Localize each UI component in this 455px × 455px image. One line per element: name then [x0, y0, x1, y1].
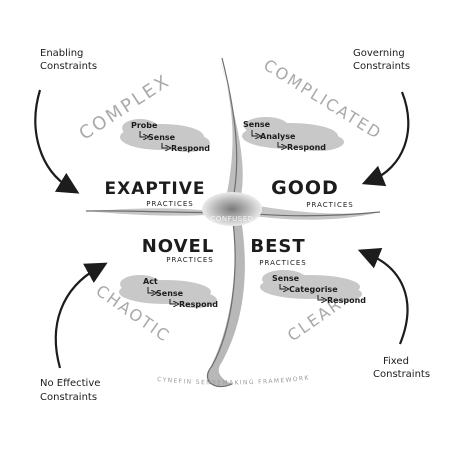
label-enabling-1: Enabling [40, 48, 83, 59]
label-fixed-2: Constraints [373, 369, 430, 380]
domain-boundaries [85, 57, 381, 388]
label-governing-1: Governing [353, 48, 405, 59]
confused-zone [202, 192, 262, 226]
step-respond: Respond [287, 143, 326, 152]
step-act: Act [143, 277, 158, 286]
step-arrow-icon [251, 130, 258, 136]
step-sense: Sense [156, 289, 184, 298]
label-no-effective-2: Constraints [40, 392, 97, 403]
arrow-curved-icon [34, 89, 80, 194]
step-probe: Probe [131, 121, 158, 130]
step-respond: Respond [171, 144, 210, 153]
label-fixed-1: Fixed [383, 356, 409, 367]
step-analyse: Analyse [260, 132, 296, 141]
practice-good-sub: PRACTICES [306, 201, 353, 209]
footer-text-path: CYNEFIN SENSEMAKING FRAMEWORK [157, 374, 309, 386]
cloud-complex [120, 119, 210, 152]
step-arrow-icon [277, 142, 284, 147]
arrow-curved-icon [361, 91, 410, 187]
cloud-clear [260, 270, 362, 302]
practice-best-sub: PRACTICES [259, 259, 306, 267]
arrow-curved-icon [54, 262, 108, 369]
practice-exaptive-sub: PRACTICES [146, 200, 193, 208]
practice-exaptive: EXAPTIVE [104, 179, 205, 199]
step-arrow-icon [169, 299, 176, 304]
arrow-curved-icon [357, 248, 409, 345]
step-arrow-icon [279, 284, 286, 289]
step-sense: Sense [148, 133, 176, 142]
center-label: CONFUSED [210, 215, 253, 223]
step-arrow-icon [147, 287, 154, 293]
step-sense: Sense [243, 120, 271, 129]
cloud-complicated [242, 117, 344, 151]
label-enabling-2: Constraints [40, 61, 97, 72]
step-categorise: Categorise [289, 285, 338, 294]
practice-best: BEST [250, 236, 305, 257]
label-governing-2: Constraints [353, 61, 410, 72]
step-arrow-icon [317, 295, 324, 300]
label-no-effective-1: No Effective [40, 378, 100, 389]
step-respond: Respond [327, 296, 366, 305]
step-arrow-icon [161, 143, 168, 148]
cloud-chaotic [119, 275, 217, 308]
practice-novel-sub: PRACTICES [166, 256, 213, 264]
practice-novel: NOVEL [142, 236, 215, 257]
footer-text: CYNEFIN SENSEMAKING FRAMEWORK [157, 374, 310, 386]
step-respond: Respond [179, 300, 218, 309]
step-sense: Sense [272, 274, 300, 283]
step-arrow-icon [139, 131, 146, 137]
practice-good: GOOD [271, 177, 339, 199]
